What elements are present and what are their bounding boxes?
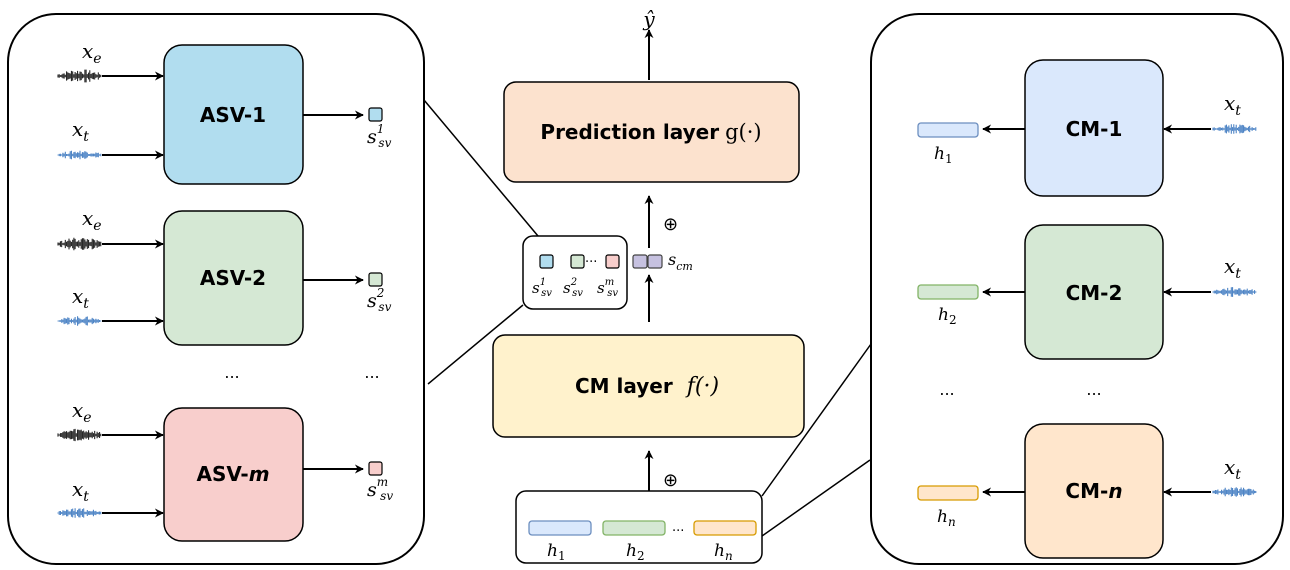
asv-ellipsis-left: ... [224,363,239,382]
zoom-line-right-top [761,343,872,497]
scm-vector: scm [632,250,693,273]
waveform-trace [57,237,102,251]
waveform-trace [57,316,102,326]
concat-symbol-bottom: ⊕ [663,470,678,491]
test-label-m: xt [72,477,89,505]
test-waveform-icon [1212,487,1257,497]
asv-score-2-square [368,272,383,287]
cm-input-label-1: xt [1224,91,1241,119]
embedding-h2 [602,520,666,536]
asv-ellipsis-right: ... [364,363,379,382]
prediction-layer-box [503,81,800,183]
zoom-line-left-top [423,99,539,237]
scm-label: scm [668,250,693,273]
embedding-h2-label: h2 [626,541,645,563]
cm-embedding-2-label: h2 [938,305,957,327]
cm-2-label: CM-2 [1066,281,1123,305]
embedding-hn [693,520,757,536]
embedding-dots: ... [672,520,684,535]
scm-square-2 [647,254,663,269]
cm-branch-n: CM-n xt hn [917,423,1257,559]
asv-score-1-small [539,254,554,269]
embedding-h1-label: h1 [547,541,566,563]
enroll-label-1: xe [82,39,102,67]
cm-input-label-2: xt [1224,254,1241,282]
waveform-trace [1212,287,1257,297]
asv-score-dots: ··· [585,255,597,270]
zoom-line-right-bottom [761,459,871,537]
enrollment-waveform-icon [57,69,102,83]
enroll-label-m: xe [72,398,92,426]
asv-score-1-square [368,107,383,122]
waveform-trace [1212,124,1257,134]
asv-m-box [163,407,304,542]
cm-branch-2: CM-2 xt h2 [917,224,1257,360]
cm-embedding-n [917,485,979,501]
test-waveform-icon [1212,287,1257,297]
asv-2-label: ASV-2 [200,266,266,290]
test-label-1: xt [72,117,89,145]
test-waveform-icon [57,508,102,518]
cm-branch-1: CM-1 xt h1 [917,59,1257,197]
embedding-h1 [528,520,592,536]
cm-input-label-n: xt [1224,455,1241,483]
cm-embedding-2 [917,284,979,300]
asv-2-box [163,210,304,346]
cm-layer-box [492,334,805,438]
enrollment-waveform-icon [57,428,102,442]
enrollment-waveform-icon [57,237,102,251]
waveform-trace [57,428,102,442]
test-label-2: xt [72,284,89,312]
cm-embedding-1-label: h1 [934,144,953,166]
asv-score-m-square [368,461,383,476]
asv-score-group-box [522,235,628,310]
cm-ellipsis-right: ... [1086,380,1101,399]
concat-symbol-top: ⊕ [663,214,678,235]
enroll-label-2: xe [82,206,102,234]
asv-m-label: ASV-m [196,462,269,486]
scm-square-1 [632,254,648,269]
waveform-trace [57,150,102,160]
test-waveform-icon [1212,124,1257,134]
output-label: ŷ [642,7,655,31]
waveform-trace [57,508,102,518]
cm-embedding-n-label: hn [937,507,956,529]
cm-ellipsis-left: ... [939,380,954,399]
asv-score-2-small [570,254,585,269]
cm-1-label: CM-1 [1066,117,1123,141]
asv-1-label: ASV-1 [200,103,266,127]
waveform-trace [1212,487,1257,497]
embedding-hn-label: hn [714,541,733,563]
embedding-group: ... h1 h2 hn [515,490,763,564]
test-waveform-icon [57,150,102,160]
waveform-trace [57,69,102,83]
cm-n-label: CM-n [1065,479,1122,503]
cm-embedding-1 [917,122,979,138]
zoom-line-left-bottom [427,304,524,385]
asv-score-m-small [605,254,620,269]
test-waveform-icon [57,316,102,326]
